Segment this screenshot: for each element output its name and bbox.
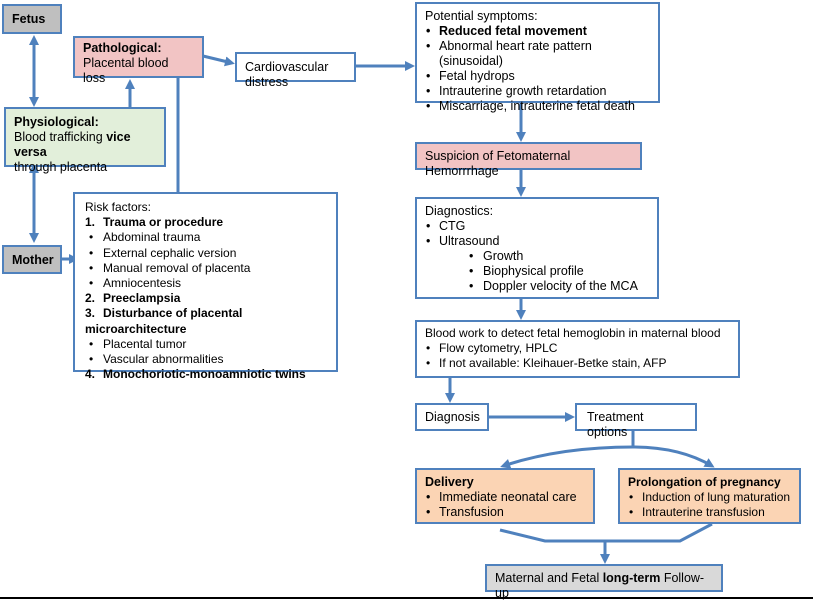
- symptom-item: Abnormal heart rate pattern (sinusoidal): [425, 39, 650, 69]
- risk-subitem: Placental tumor: [85, 337, 326, 352]
- diagnosis-node: Diagnosis: [415, 403, 489, 431]
- delivery-item: Transfusion: [425, 505, 585, 520]
- bloodwork-node: Blood work to detect fetal hemoglobin in…: [415, 320, 740, 378]
- physiological-title: Physiological:: [14, 115, 99, 129]
- arrow-pathological-cardio: [202, 54, 235, 67]
- mother-node: Mother: [2, 245, 62, 274]
- symptoms-node: Potential symptoms: Reduced fetal moveme…: [415, 2, 660, 114]
- bloodwork-item: If not available: Kleihauer-Betke stain,…: [425, 356, 730, 371]
- followup-text-b: long-term: [602, 571, 661, 585]
- risk-subitem: Vascular abnormalities: [85, 352, 326, 367]
- diagnostics-subitem: Doppler velocity of the MCA: [425, 279, 649, 294]
- delivery-title: Delivery: [425, 475, 474, 489]
- risk-factor-2: 2.Preeclampsia: [85, 291, 181, 306]
- risk-subitem: Abdominal trauma: [85, 230, 326, 245]
- physiological-text-c: through placenta: [14, 160, 108, 174]
- fetus-node: Fetus: [2, 4, 62, 34]
- risk-factor-1: 1.Trauma or procedure: [85, 215, 224, 230]
- diagnosis-label: Diagnosis: [425, 410, 480, 424]
- suspicion-node: Suspicion of Fetomaternal Hemorrrhage: [415, 142, 642, 178]
- diagnostics-item: Ultrasound: [425, 234, 649, 249]
- risk-subitem: Amniocentesis: [85, 276, 326, 291]
- risk-factors-node: Risk factors: 1.Trauma or procedure Abdo…: [73, 192, 338, 381]
- prolongation-item: Intrauterine transfusion: [628, 505, 791, 520]
- risk-subitem: Manual removal of placenta: [85, 261, 326, 276]
- bottom-rule: [0, 597, 813, 599]
- arrow-treatment-prolongation: [632, 445, 715, 468]
- risk-subitem: External cephalic version: [85, 246, 326, 261]
- delivery-node: Delivery Immediate neonatal care Transfu…: [415, 468, 595, 524]
- risk-header: Risk factors:: [85, 200, 152, 214]
- risk-factor-4: 4.Monochoriotic-monoamniotic twins: [85, 367, 306, 382]
- symptom-item: Fetal hydrops: [425, 69, 650, 84]
- cardio-label: Cardiovascular distress: [245, 60, 329, 89]
- pathological-text: Placental blood loss: [83, 56, 169, 85]
- diagnostics-node: Diagnostics: CTG Ultrasound Growth Bioph…: [415, 197, 659, 299]
- pathological-title: Pathological:: [83, 41, 162, 55]
- diagnostics-subitem: Biophysical profile: [425, 264, 649, 279]
- symptoms-header: Potential symptoms:: [425, 9, 538, 23]
- mother-label: Mother: [12, 253, 54, 267]
- risk-factor-3: 3.Disturbance of placental microarchitec…: [85, 306, 243, 336]
- line-delivery-followup: [499, 528, 605, 543]
- treatment-node: Treatment options: [575, 403, 697, 439]
- line-prolongation-followup: [605, 522, 713, 543]
- physiological-text-b: vice versa: [14, 130, 131, 159]
- treatment-label: Treatment options: [587, 410, 644, 439]
- suspicion-label: Suspicion of Fetomaternal Hemorrrhage: [425, 149, 571, 178]
- followup-text-a: Maternal and Fetal: [495, 571, 603, 585]
- cardio-node: Cardiovascular distress: [235, 52, 356, 89]
- physiological-node: Physiological: Blood trafficking vice ve…: [4, 107, 166, 174]
- diagnostics-item: CTG: [425, 219, 649, 234]
- symptom-item: Reduced fetal movement: [425, 24, 650, 39]
- arrow-treatment-delivery: [500, 445, 634, 469]
- prolongation-item: Induction of lung maturation: [628, 490, 791, 505]
- bloodwork-header: Blood work to detect fetal hemoglobin in…: [425, 326, 721, 340]
- physiological-text-a: Blood trafficking: [14, 130, 107, 144]
- prolongation-node: Prolongation of pregnancy Induction of l…: [618, 468, 801, 524]
- followup-node: Maternal and Fetal long-term Follow-up: [485, 564, 723, 600]
- bloodwork-item: Flow cytometry, HPLC: [425, 341, 730, 356]
- pathological-node: Pathological: Placental blood loss: [73, 36, 204, 85]
- diagnostics-subitem: Growth: [425, 249, 649, 264]
- symptom-item: Intrauterine growth retardation: [425, 84, 650, 99]
- followup-text-c: Follow-up: [495, 571, 705, 600]
- delivery-item: Immediate neonatal care: [425, 490, 585, 505]
- symptom-item: Miscarriage, intrauterine fetal death: [425, 99, 650, 114]
- diagnostics-header: Diagnostics:: [425, 204, 494, 218]
- prolongation-title: Prolongation of pregnancy: [628, 475, 781, 489]
- fetus-label: Fetus: [12, 12, 46, 26]
